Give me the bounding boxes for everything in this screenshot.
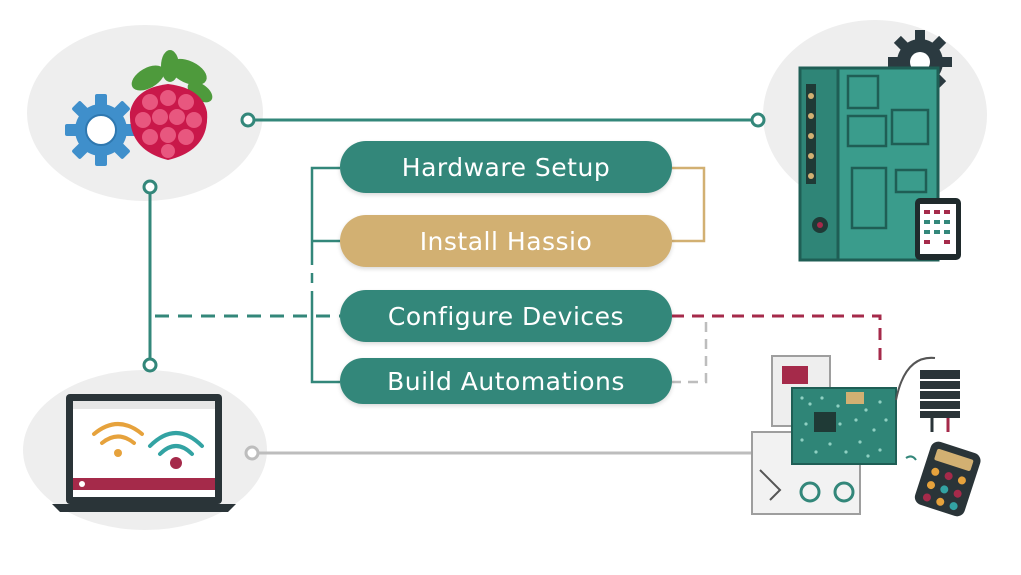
step-install-hassio: Install Hassio (340, 215, 672, 267)
gear-icon (65, 94, 137, 166)
step-label: Build Automations (387, 366, 625, 396)
connector-lines (142, 112, 882, 461)
server-panel-icon (798, 30, 961, 262)
remote-control-icon (914, 441, 981, 517)
step-hardware-setup: Hardware Setup (340, 141, 672, 193)
circuit-board-icon (751, 355, 960, 515)
laptop-wifi-icon (52, 394, 236, 512)
step-build-automations: Build Automations (340, 358, 672, 404)
step-label: Configure Devices (387, 301, 625, 331)
step-label: Hardware Setup (401, 152, 611, 182)
step-configure-devices: Configure Devices (340, 290, 672, 342)
step-label: Install Hassio (419, 226, 593, 256)
raspberry-pi-icon (129, 50, 213, 160)
